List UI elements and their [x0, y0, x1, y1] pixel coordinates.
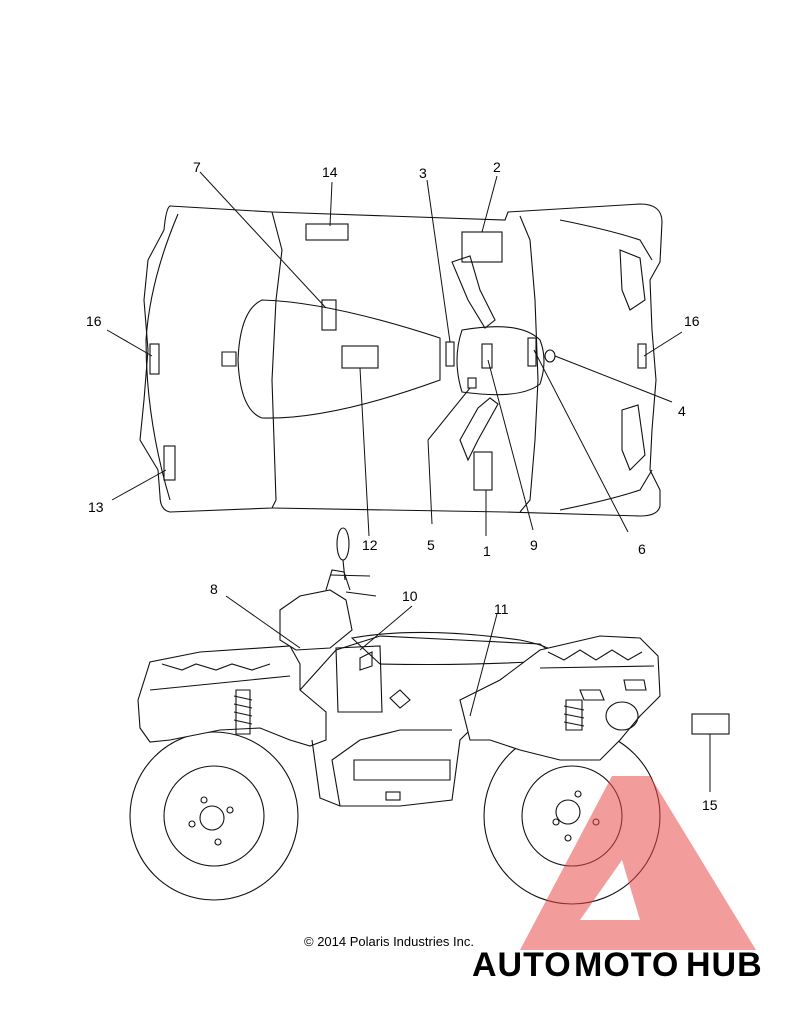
watermark-hub: HUB — [686, 946, 763, 984]
automotohub-watermark: AUTO MOTO HUB — [472, 776, 763, 984]
callout-14: 14 — [322, 164, 338, 180]
callout-16-left: 16 — [86, 313, 102, 329]
callout-numbers: 1 2 3 4 5 6 7 8 9 10 11 12 13 14 15 16 1… — [86, 159, 718, 813]
callout-2: 2 — [493, 159, 501, 175]
callout-6: 6 — [638, 541, 646, 557]
watermark-moto: MOTO — [574, 946, 679, 984]
callout-1: 1 — [483, 543, 491, 559]
callout-11: 11 — [494, 601, 509, 617]
callout-8: 8 — [210, 581, 218, 597]
watermark-triangle-logo — [520, 776, 756, 950]
callout-3: 3 — [419, 165, 427, 181]
watermark-auto: AUTO — [472, 946, 572, 984]
callout-4: 4 — [678, 403, 686, 419]
copyright-text: © 2014 Polaris Industries Inc. — [304, 934, 474, 949]
callout-7: 7 — [193, 159, 201, 175]
callout-12: 12 — [362, 537, 378, 553]
atv-top-view — [139, 203, 663, 517]
callout-16-right: 16 — [684, 313, 700, 329]
callout-15: 15 — [702, 797, 718, 813]
callout-13: 13 — [88, 499, 104, 515]
leader-lines — [106, 171, 711, 792]
callout-10: 10 — [402, 588, 418, 604]
callout-5: 5 — [427, 537, 435, 553]
callout-9: 9 — [530, 537, 538, 553]
